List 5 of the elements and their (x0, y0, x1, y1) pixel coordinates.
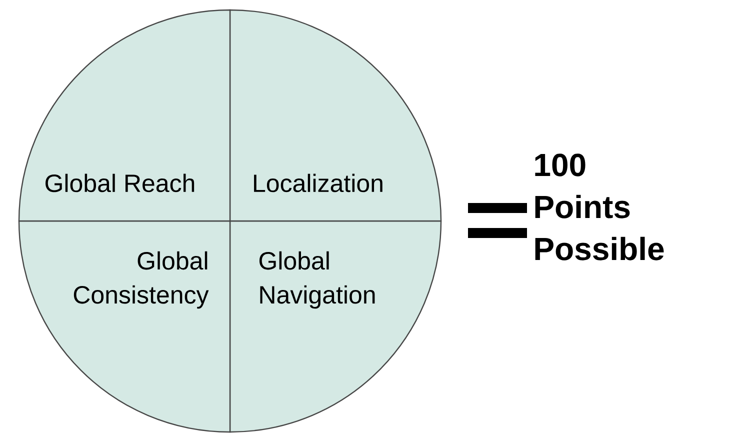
quadrant: Global Consistency (18, 220, 231, 433)
quadrant: Global Navigation (229, 220, 442, 433)
points-text: 100 Points Possible (535, 154, 664, 260)
quadrant: Localization (229, 9, 442, 222)
quadrant: Global Reach (18, 9, 231, 222)
